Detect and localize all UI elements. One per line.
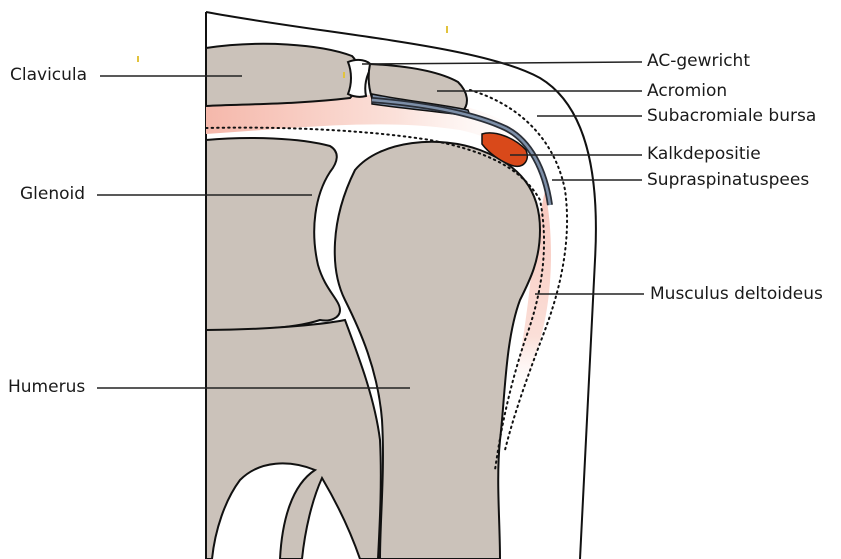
label-supraspinatuspees: Supraspinatuspees (647, 170, 809, 190)
label-acromion: Acromion (647, 81, 727, 101)
yellow-mark (446, 26, 448, 33)
label-ac-gewricht: AC-gewricht (647, 51, 750, 71)
scapula-lower (206, 320, 381, 559)
clavicula-bone (206, 44, 359, 106)
yellow-mark (343, 72, 345, 78)
label-glenoid: Glenoid (20, 184, 85, 204)
label-clavicula: Clavicula (10, 65, 87, 85)
label-kalkdepositie: Kalkdepositie (647, 144, 761, 164)
label-musculus-deltoideus: Musculus deltoideus (650, 284, 823, 304)
label-humerus: Humerus (8, 377, 85, 397)
label-subacromiale-bursa: Subacromiale bursa (647, 106, 816, 126)
glenoid-bone (206, 138, 340, 330)
leader-ac-gewricht (362, 62, 642, 64)
yellow-mark (137, 56, 139, 62)
